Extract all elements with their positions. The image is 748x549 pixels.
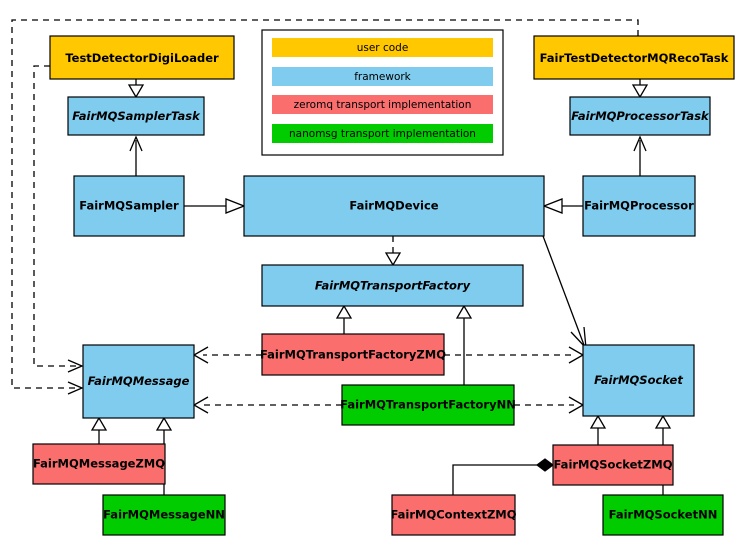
node-fairmqsocketzmq[interactable]: FairMQSocketZMQ (552, 444, 674, 486)
edge-contextzmq-to-socketzmq (452, 458, 554, 495)
edge-tfzmq-to-socket (444, 346, 585, 364)
legend-swatch-zeromq (272, 95, 493, 114)
node-fairmqtransportfactoryzmq[interactable]: FairMQTransportFactoryZMQ (260, 333, 446, 376)
node-box[interactable] (261, 333, 445, 376)
node-fairmqtransportfactory[interactable]: FairMQTransportFactory (261, 264, 524, 307)
node-fairmqtransportfactorynn[interactable]: FairMQTransportFactoryNN (340, 384, 516, 426)
node-box[interactable] (82, 344, 195, 419)
legend-swatch-user-code (272, 38, 493, 57)
edge-sampler-to-device (184, 198, 246, 214)
node-box[interactable] (391, 494, 516, 536)
node-fairmqsocketnn[interactable]: FairMQSocketNN (602, 494, 724, 536)
legend-swatch-framework (272, 67, 493, 86)
legend-item-user-code: user code (272, 38, 493, 57)
edge-recotask-to-message (11, 19, 639, 395)
edge-socketzmq-to-socket (589, 414, 607, 445)
edge-processor-to-processortask (633, 135, 647, 176)
node-fairmqsamplertask[interactable]: FairMQSamplerTask (67, 96, 205, 136)
node-box[interactable] (582, 175, 696, 237)
legend: user code framework zeromq transport imp… (261, 29, 504, 156)
node-fairmqprocessortask[interactable]: FairMQProcessorTask (569, 96, 711, 136)
node-box[interactable] (73, 175, 185, 237)
edge-device-to-socket (542, 235, 587, 350)
node-box[interactable] (552, 444, 674, 486)
edge-messagezmq-to-message (90, 416, 108, 444)
edge-processor-to-device (542, 198, 583, 214)
node-box[interactable] (261, 264, 524, 307)
node-fairmqsampler[interactable]: FairMQSampler (73, 175, 185, 237)
legend-item-zeromq: zeromq transport implementation (272, 95, 493, 114)
edge-recotask-to-processortask (631, 79, 649, 99)
edge-tfnn-to-transportfactory (455, 304, 473, 385)
node-box[interactable] (102, 494, 226, 536)
node-box[interactable] (49, 35, 235, 80)
node-fairmqmessage[interactable]: FairMQMessage (82, 344, 195, 419)
edge-tfzmq-to-transportfactory (335, 304, 353, 334)
node-box[interactable] (243, 175, 545, 237)
node-fairmqmessagezmq[interactable]: FairMQMessageZMQ (32, 443, 166, 485)
node-fairmqcontextzmq[interactable]: FairMQContextZMQ (390, 494, 517, 536)
edge-sampler-to-samplertask (129, 135, 143, 176)
edge-digiloader-to-message (33, 65, 84, 373)
legend-item-nanomsg: nanomsg transport implementation (272, 124, 493, 143)
node-testdetectordigiloader[interactable]: TestDetectorDigiLoader (49, 35, 235, 80)
node-box[interactable] (67, 96, 205, 136)
node-box[interactable] (602, 494, 724, 536)
node-fairmqsocket[interactable]: FairMQSocket (582, 344, 695, 417)
edge-tfnn-to-message (192, 396, 342, 414)
node-box[interactable] (569, 96, 711, 136)
edge-tfnn-to-socket (514, 396, 585, 414)
node-fairtestdetectormqrecotask[interactable]: FairTestDetectorMQRecoTask (533, 35, 735, 80)
node-box[interactable] (32, 443, 166, 485)
legend-swatch-nanomsg (272, 124, 493, 143)
node-box[interactable] (533, 35, 735, 80)
legend-item-framework: framework (272, 67, 493, 86)
node-fairmqdevice[interactable]: FairMQDevice (243, 175, 545, 237)
node-box[interactable] (582, 344, 695, 417)
edge-device-to-transportfactory (384, 236, 402, 267)
edge-digiloader-to-samplertask (127, 79, 145, 99)
edge-tfzmq-to-message (192, 346, 262, 364)
node-fairmqprocessor[interactable]: FairMQProcessor (582, 175, 696, 237)
node-fairmqmessagenn[interactable]: FairMQMessageNN (102, 494, 226, 536)
node-box[interactable] (341, 384, 515, 426)
